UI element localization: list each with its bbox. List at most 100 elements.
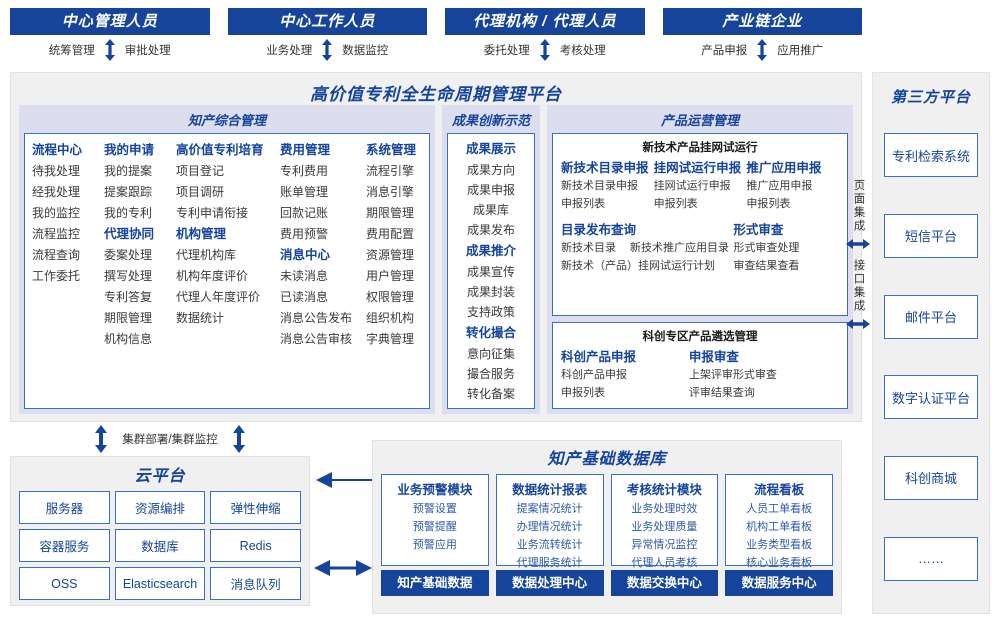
third-party-item[interactable]: 短信平台 <box>884 213 978 258</box>
menu-item[interactable]: 流程引擎 <box>366 164 415 178</box>
database-card-item[interactable]: 预警提醒 <box>412 521 457 533</box>
menu-item[interactable]: 申报列表 <box>561 198 605 210</box>
menu-item[interactable]: 消息公告审核 <box>280 332 353 346</box>
database-card-item[interactable]: 办理情况统计 <box>516 521 583 533</box>
database-footer[interactable]: 数据处理中心 <box>495 570 604 596</box>
database-footer[interactable]: 知产基础数据 <box>381 570 489 596</box>
cloud-cell[interactable]: 容器服务 <box>19 529 110 562</box>
menu-item[interactable]: 转化备案 <box>466 387 515 401</box>
menu-item[interactable]: 资源管理 <box>366 248 415 262</box>
menu-group-header: 形式审查 <box>733 223 784 237</box>
menu-item[interactable]: 项目登记 <box>176 164 225 178</box>
menu-item[interactable]: 提案跟踪 <box>104 185 153 199</box>
cloud-cell[interactable]: 弹性伸缩 <box>210 491 301 524</box>
menu-item[interactable]: 我的提案 <box>104 164 153 178</box>
menu-item[interactable]: 成果宣传 <box>466 265 515 279</box>
menu-item[interactable]: 形式审查处理 <box>733 242 800 254</box>
database-card-item[interactable]: 业务处理时效 <box>631 503 698 515</box>
menu-item[interactable]: 新技术目录申报 <box>561 180 638 192</box>
menu-item[interactable]: 期限管理 <box>366 206 415 220</box>
cloud-cell[interactable]: 数据库 <box>114 529 206 562</box>
database-card-item[interactable]: 异常情况监控 <box>631 539 698 551</box>
database-card-item[interactable]: 预警应用 <box>412 539 457 551</box>
menu-item[interactable]: 推广应用申报 <box>746 180 813 192</box>
cloud-cell[interactable]: 服务器 <box>19 491 110 524</box>
menu-item[interactable]: 审查结果查看 <box>733 260 800 272</box>
database-card-item[interactable]: 机构工单看板 <box>746 521 813 533</box>
menu-item[interactable]: 意向征集 <box>466 347 515 361</box>
menu-item[interactable]: 我的监控 <box>32 206 81 220</box>
cloud-cell[interactable]: 消息队列 <box>210 567 301 600</box>
third-party-item[interactable]: …… <box>884 536 978 581</box>
menu-item[interactable]: 申报列表 <box>561 387 605 399</box>
menu-item[interactable]: 字典管理 <box>366 332 415 346</box>
cloud-cell[interactable]: Redis <box>210 529 301 562</box>
menu-item[interactable]: 消息公告发布 <box>280 311 353 325</box>
third-party-item[interactable]: 专利检索系统 <box>884 133 978 178</box>
menu-item[interactable]: 上架评审形式审查 <box>688 369 777 381</box>
menu-item[interactable]: 评审结果查询 <box>688 387 755 399</box>
menu-item[interactable]: 新技术目录 <box>561 242 616 254</box>
database-footer[interactable]: 数据交换中心 <box>610 570 719 596</box>
menu-item[interactable]: 机构信息 <box>104 332 153 346</box>
database-card-item[interactable]: 代理人员考核 <box>631 557 698 569</box>
menu-item[interactable]: 组织机构 <box>366 311 415 325</box>
menu-item[interactable]: 我的专利 <box>104 206 153 220</box>
menu-item[interactable]: 经我处理 <box>32 185 81 199</box>
menu-item[interactable]: 新技术（产品）挂网试运行计划 <box>561 260 715 272</box>
menu-item[interactable]: 期限管理 <box>104 311 153 325</box>
database-card-item[interactable]: 预警设置 <box>412 503 457 515</box>
menu-item[interactable]: 待我处理 <box>32 164 81 178</box>
menu-item[interactable]: 代理机构库 <box>176 248 237 262</box>
menu-item[interactable]: 流程查询 <box>32 248 81 262</box>
cloud-cell[interactable]: OSS <box>19 567 110 600</box>
cloud-cell[interactable]: Elasticsearch <box>114 567 206 600</box>
menu-item[interactable]: 成果库 <box>472 203 509 217</box>
menu-item[interactable]: 申报列表 <box>746 198 791 210</box>
database-card-item[interactable]: 代理服务统计 <box>516 557 583 569</box>
menu-item[interactable]: 支持政策 <box>466 305 515 319</box>
third-party-item[interactable]: 数字认证平台 <box>884 375 978 420</box>
database-card-item[interactable]: 人员工单看板 <box>746 503 813 515</box>
menu-item[interactable]: 科创产品申报 <box>561 369 627 381</box>
menu-item[interactable]: 项目调研 <box>176 185 225 199</box>
menu-item[interactable]: 已读消息 <box>280 290 329 304</box>
menu-item[interactable]: 工作委托 <box>32 269 81 283</box>
menu-item[interactable]: 委案处理 <box>104 248 153 262</box>
menu-item[interactable]: 数据统计 <box>176 311 225 325</box>
menu-item[interactable]: 代理人年度评价 <box>176 290 261 304</box>
menu-item[interactable]: 专利申请衔接 <box>176 206 249 220</box>
zone-ip-management: 知产综合管理 流程中心 待我处理 经我处理 我的监控 流程监控 流程查询 工作委… <box>19 105 435 414</box>
menu-item[interactable]: 撮合服务 <box>466 367 515 381</box>
menu-item[interactable]: 挂网试运行申报 <box>653 180 731 192</box>
menu-item[interactable]: 机构年度评价 <box>176 269 249 283</box>
menu-item[interactable]: 专利费用 <box>280 164 329 178</box>
menu-item[interactable]: 权限管理 <box>366 290 415 304</box>
menu-item[interactable]: 账单管理 <box>280 185 329 199</box>
menu-item[interactable]: 新技术推广应用目录 <box>630 242 729 254</box>
menu-item[interactable]: 成果封装 <box>466 285 515 299</box>
menu-item[interactable]: 消息引擎 <box>366 185 415 199</box>
menu-item[interactable]: 流程监控 <box>32 227 81 241</box>
menu-item[interactable]: 用户管理 <box>366 269 415 283</box>
menu-item[interactable]: 专利答复 <box>104 290 153 304</box>
database-card-item[interactable]: 业务流转统计 <box>516 539 583 551</box>
database-card-item[interactable]: 提案情况统计 <box>516 503 583 515</box>
database-card-item[interactable]: 业务类型看板 <box>746 539 813 551</box>
menu-item[interactable]: 撰写处理 <box>104 269 153 283</box>
menu-item[interactable]: 成果申报 <box>466 183 515 197</box>
menu-item[interactable]: 回款记账 <box>280 206 329 220</box>
menu-item[interactable]: 成果发布 <box>466 223 515 237</box>
third-party-item[interactable]: 邮件平台 <box>884 294 978 339</box>
database-card-item[interactable]: 业务处理质量 <box>631 521 698 533</box>
menu-item[interactable]: 申报列表 <box>653 198 698 210</box>
cloud-cell[interactable]: 资源编排 <box>114 491 206 524</box>
database-card-item[interactable]: 核心业务看板 <box>746 557 813 569</box>
third-party-item[interactable]: 科创商城 <box>884 455 978 500</box>
menu-item[interactable]: 费用预警 <box>280 227 329 241</box>
database-footer[interactable]: 数据服务中心 <box>725 570 833 596</box>
menu-item[interactable]: 费用配置 <box>366 227 415 241</box>
menu-item[interactable]: 成果方向 <box>466 163 515 177</box>
menu-item[interactable]: 未读消息 <box>280 269 329 283</box>
